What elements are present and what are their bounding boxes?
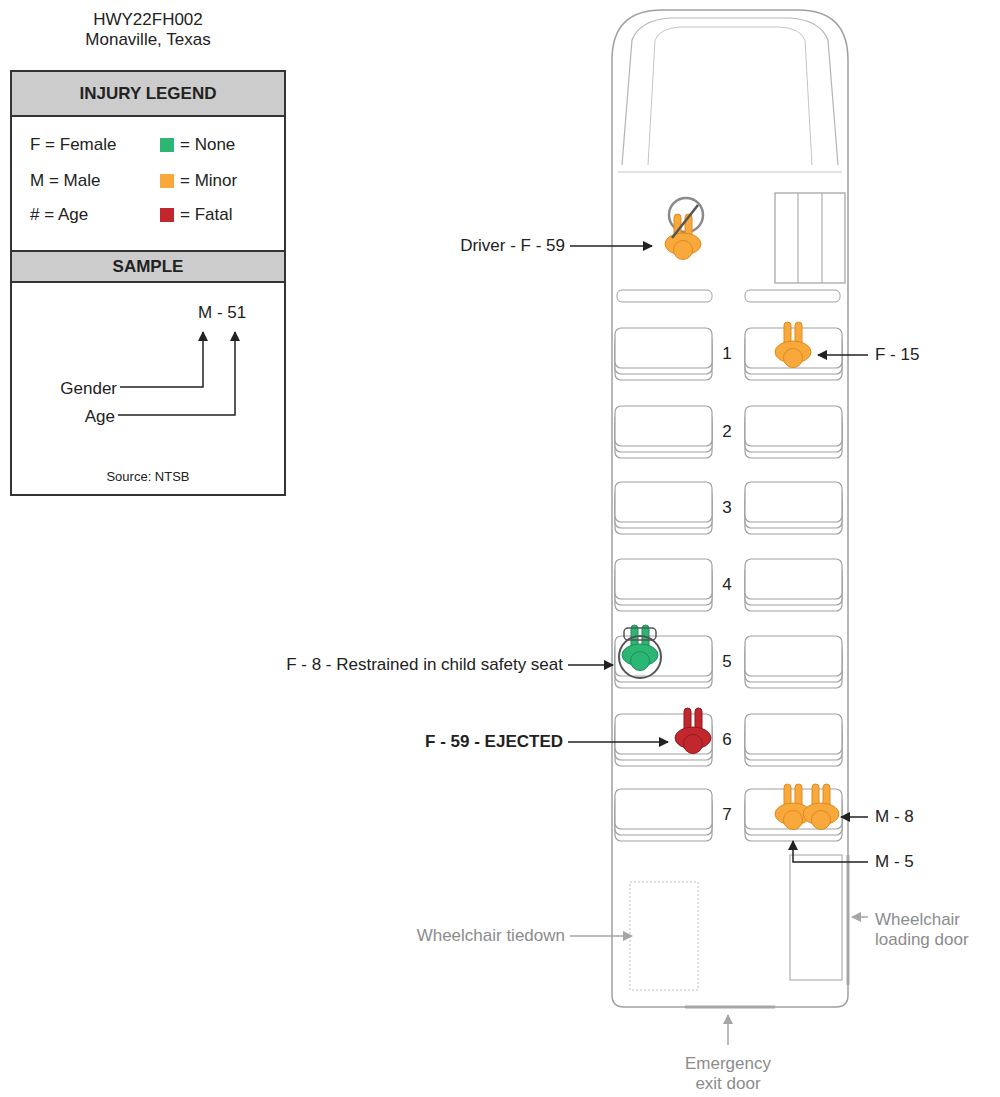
legend-text: = Fatal — [180, 205, 232, 225]
sample-text: Age — [85, 407, 115, 427]
legend-swatch — [160, 174, 174, 188]
occupant-label: M - 8 — [875, 807, 914, 827]
leader-lines — [568, 246, 868, 1045]
sample-text: Source: NTSB — [106, 469, 189, 485]
legend-text: M = Male — [30, 171, 100, 191]
seat-rows — [615, 328, 842, 841]
sample-panel: SAMPLE M - 51 GenderAgeSource: NTSB — [10, 250, 286, 496]
legend-text: # = Age — [30, 205, 88, 225]
case-title: HWY22FH002 Monaville, Texas — [73, 10, 223, 51]
row-number: 2 — [722, 422, 731, 442]
bus-body — [612, 10, 848, 1007]
legend-text: = None — [180, 135, 235, 155]
feature-label: Wheelchair tiedown — [417, 926, 565, 946]
legend-text: F = Female — [30, 135, 116, 155]
occupant-label: F - 8 - Restrained in child safety seat — [286, 655, 563, 675]
legend-panel: INJURY LEGEND F = Female = None M = Male = M… — [10, 70, 286, 252]
occupant-label: F - 59 - EJECTED — [425, 732, 563, 752]
sample-text: M - 51 — [198, 303, 246, 323]
occupant-figures — [619, 214, 839, 830]
feature-label: Emergency exit door — [672, 1054, 784, 1095]
sample-text: Gender — [60, 379, 117, 399]
row-number: 6 — [722, 730, 731, 750]
panel-heading: SAMPLE — [12, 252, 284, 283]
row-number: 7 — [722, 805, 731, 825]
occupant-label: F - 15 — [875, 345, 919, 365]
occupant-label: Driver - F - 59 — [460, 236, 565, 256]
row-number: 4 — [722, 575, 731, 595]
legend-text: = Minor — [180, 171, 237, 191]
legend-swatch — [160, 208, 174, 222]
row-number: 5 — [722, 652, 731, 672]
row-number: 1 — [722, 344, 731, 364]
row-number: 3 — [722, 498, 731, 518]
legend-swatch — [160, 138, 174, 152]
panel-heading: INJURY LEGEND — [12, 72, 284, 117]
sample-pointers — [118, 332, 235, 415]
feature-label: Wheelchair loading door — [875, 910, 981, 951]
occupant-label: M - 5 — [875, 852, 914, 872]
